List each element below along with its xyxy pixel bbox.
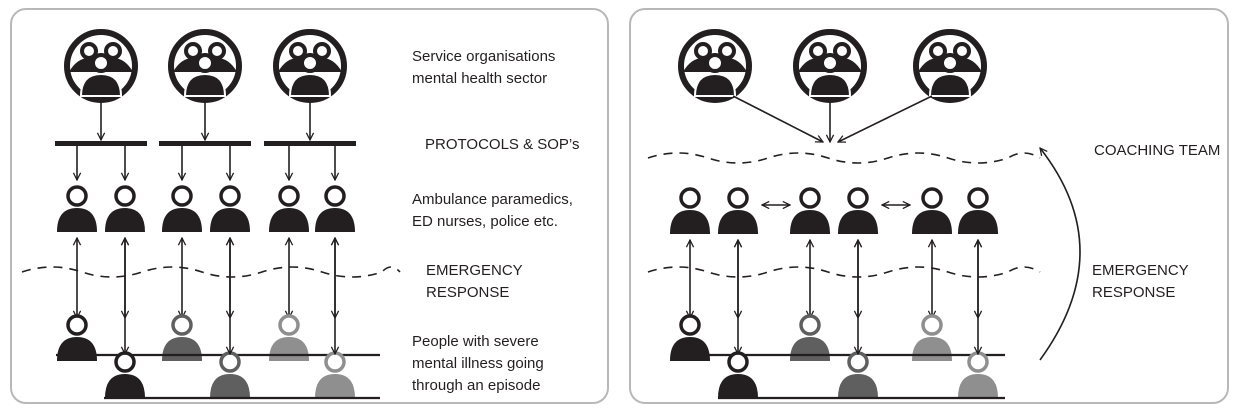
feedback-arrow [1040,148,1081,361]
worker-icon [105,185,145,232]
worker-icon [958,187,998,234]
group-icon [916,32,984,100]
label-service-organisations: Service organisations [412,48,556,65]
dashed-boundary [647,266,1041,278]
worker-icon [269,185,309,232]
worker-icon [790,187,830,234]
dashed-boundary [21,266,401,278]
person-icon [105,351,145,398]
worker-icon [912,187,952,234]
person-icon [210,351,250,398]
label-mental-health-sector: mental health sector [412,70,548,87]
group-icon [796,32,864,100]
worker-icon [315,185,355,232]
label-response-right: RESPONSE [1092,284,1176,301]
label-ambulance: Ambulance paramedics, [412,191,573,208]
worker-icon [718,187,758,234]
label-emergency-left: EMERGENCY [426,262,523,279]
label-response-left: RESPONSE [426,284,510,301]
worker-icon [838,187,878,234]
protocol-bar [159,141,251,146]
arrow-converge [732,95,823,143]
person-icon [315,351,355,398]
person-icon [838,351,878,398]
worker-icon [210,185,250,232]
protocol-bar [264,141,356,146]
label-protocols: PROTOCOLS & SOP’s [425,136,580,153]
group-icon [681,32,749,100]
worker-icon [162,185,202,232]
group-icon [67,32,135,100]
protocol-bar [55,141,147,146]
dashed-boundary [647,152,1041,164]
label-people-line1: People with severe [412,333,539,350]
arrow-converge [838,95,933,143]
person-icon [958,351,998,398]
label-ed-nurses: ED nurses, police etc. [412,213,558,230]
label-coaching-team: COACHING TEAM [1094,142,1221,159]
person-icon [718,351,758,398]
worker-icon [57,185,97,232]
worker-icon [670,187,710,234]
group-icon [276,32,344,100]
label-emergency-right: EMERGENCY [1092,262,1189,279]
group-icon [171,32,239,100]
label-people-line3: through an episode [412,377,541,394]
label-people-line2: mental illness going [412,355,544,372]
